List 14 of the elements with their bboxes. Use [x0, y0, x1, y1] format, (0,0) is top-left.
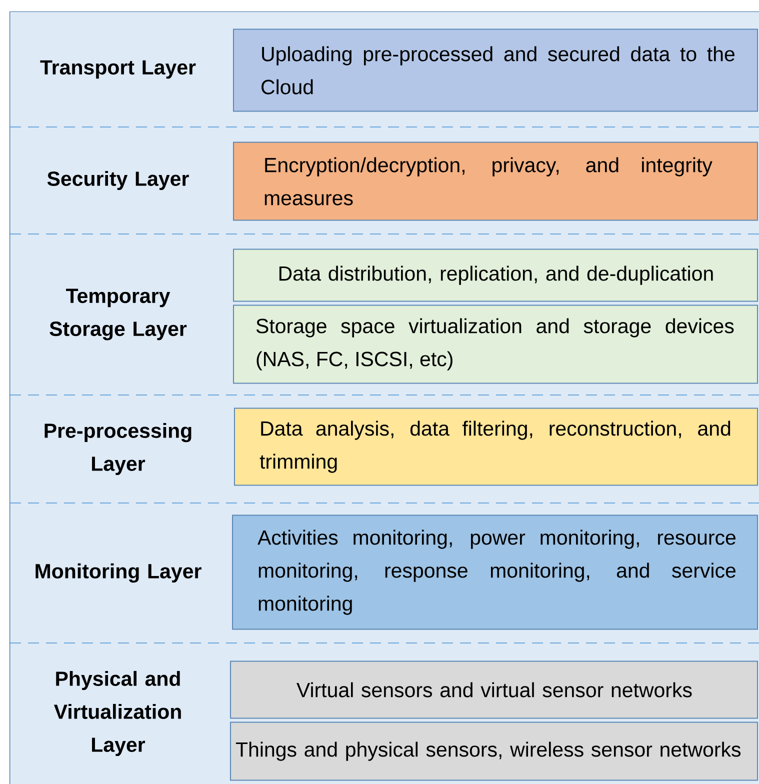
node-label: Monitoring Layer: [36, 563, 202, 583]
layer-box: Things and physical sensors, wireless sensor networks: [230, 722, 758, 781]
layer-box: Data distribution, replication, and de-duplication: [233, 248, 758, 302]
node-label: Pre-processing Layer: [44, 422, 192, 476]
layer-box: Data analysis, data filtering, reconstruction, and trimming: [234, 408, 758, 486]
layer-box: Encryption/decryption, privacy, and integrity measures: [233, 142, 758, 221]
layer-box: Virtual sensors and virtual sensor networks: [230, 660, 758, 719]
layer-box: Storage space virtualization and storage devices (NAS, FC, ISCSI, etc): [233, 304, 758, 384]
node-label: Security Layer: [47, 170, 189, 190]
node-label: Physical and Virtualization Layer: [54, 670, 181, 756]
layer-box: Activities monitoring, power monitoring, resource monitoring, response monitoring, and service monitoring: [232, 514, 758, 630]
node-label: Transport Layer: [40, 60, 196, 79]
node-label: Temporary Storage Layer: [50, 288, 187, 340]
layer-box: Uploading pre-processed and secured data to the Cloud: [233, 28, 758, 112]
